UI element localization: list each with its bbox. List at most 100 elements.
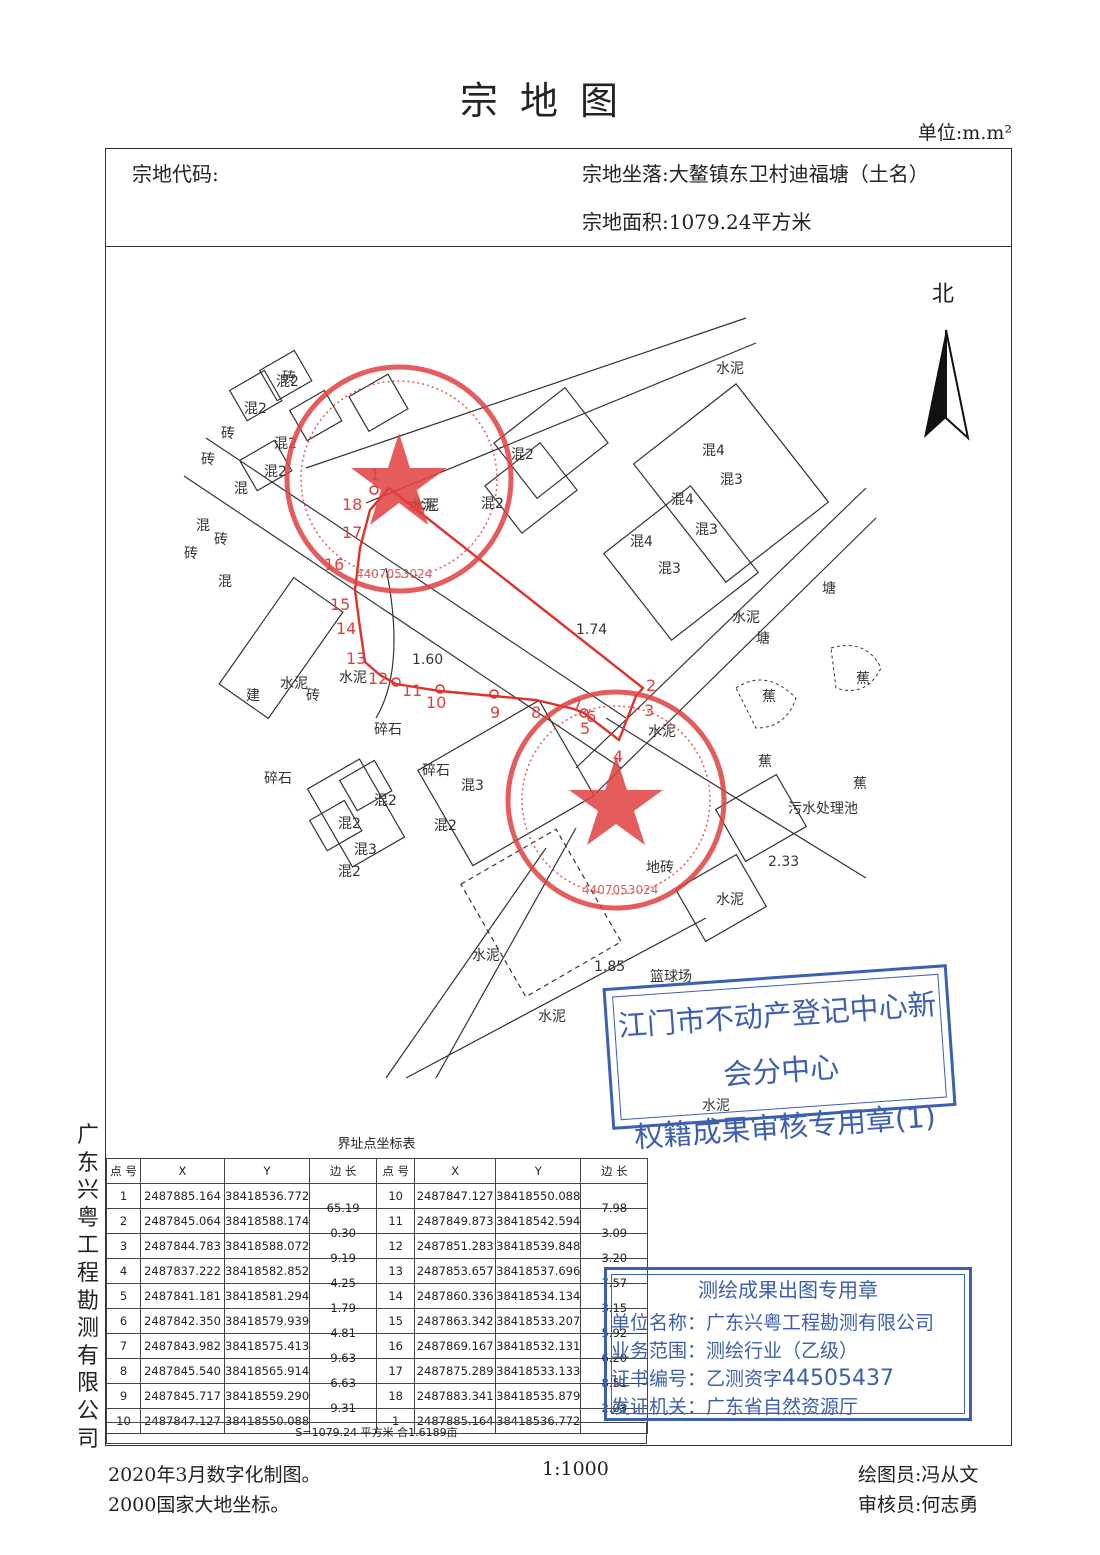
point-15: 15 — [330, 595, 350, 614]
label-jiao-c: 蕉 — [758, 754, 772, 770]
cell-x-left-text: 2487845.540 — [144, 1364, 221, 1378]
point-2: 2 — [646, 676, 656, 695]
cell-no-right-text: 1 — [391, 1414, 400, 1428]
survey-stamp-cert-no: 44505437 — [782, 1366, 894, 1391]
label-hun3-c: 混3 — [658, 561, 681, 577]
company-vertical-name: 广东兴粤工程勘测有限公司 — [76, 1123, 99, 1452]
cell-len-left-text: 0.30 — [330, 1226, 356, 1240]
cell-x-right: 2487851.283 — [414, 1233, 497, 1259]
label-tang-a: 塘 — [822, 581, 836, 597]
cell-no-right-text: 17 — [388, 1364, 403, 1378]
cell-y-left: 38418581.294 — [223, 1283, 311, 1309]
cell-x-right-text: 2487883.341 — [416, 1389, 494, 1403]
label-zhuan-d: 砖 — [214, 532, 228, 548]
cell-y-left: 38418575.413 — [223, 1333, 311, 1359]
cell-no-right-text: 15 — [388, 1314, 403, 1328]
cell-len-left-text: 4.25 — [330, 1276, 356, 1290]
label-shuini-a: 水泥 — [716, 361, 744, 377]
cell-x-left: 2487845.064 — [140, 1208, 225, 1234]
label-shuini-d: 水泥 — [280, 676, 308, 692]
survey-output-stamp: 测绘成果出图专用章 单位名称：广东兴粤工程勘测有限公司 业务范围：测绘行业（乙级… — [604, 1267, 972, 1421]
cell-y-right: 38418535.879 — [495, 1383, 582, 1409]
cell-x-left: 2487844.783 — [140, 1233, 225, 1259]
label-hun3-d: 混3 — [461, 778, 484, 794]
cell-len-left-text: 9.19 — [330, 1251, 356, 1265]
header-divider — [105, 246, 1012, 247]
cell-y-right-text: 38418542.594 — [496, 1214, 581, 1228]
cell-no-left: 2 — [106, 1208, 141, 1234]
cell-y-right-text: 38418536.772 — [496, 1414, 581, 1428]
cell-len-right-text: 6.20 — [601, 1351, 628, 1365]
red-seal-top: 4407053024 — [284, 364, 514, 594]
cell-no-right-text: 13 — [388, 1264, 403, 1278]
parcel-area: 宗地面积:1079.24平方米 — [582, 210, 812, 234]
point-9: 9 — [490, 703, 500, 722]
cell-y-left-text: 38418588.174 — [225, 1214, 310, 1228]
cell-y-left-text: 38418588.072 — [225, 1239, 310, 1253]
label-zhuan-a: 砖 — [282, 370, 296, 386]
cell-y-right-text: 38418537.696 — [496, 1264, 581, 1278]
unit-label: 单位:m.m² — [917, 122, 1012, 144]
label-shuini-h: 水泥 — [538, 1009, 566, 1025]
label-hun2-h: 混2 — [338, 816, 361, 832]
cell-y-right: 38418536.772 — [495, 1408, 582, 1434]
cell-y-left-text: 38418559.290 — [225, 1389, 310, 1403]
label-hun4-a: 混4 — [702, 443, 725, 459]
point-12: 12 — [368, 669, 388, 688]
cell-len-left-text: 6.63 — [330, 1376, 356, 1390]
cell-y-right-text: 38418533.133 — [496, 1364, 581, 1378]
th-y-left: Y — [223, 1158, 311, 1184]
cell-len-right: 2.03 — [580, 1383, 649, 1415]
footer-drafter: 绘图员:冯从文 — [858, 1464, 979, 1486]
cell-no-right: 12 — [376, 1233, 416, 1259]
label-hun2-g: 混2 — [434, 818, 457, 834]
cell-x-right-text: 2487869.167 — [416, 1339, 494, 1353]
label-dist-233: 2.33 — [768, 854, 799, 870]
label-hun2-f: 混2 — [374, 793, 397, 809]
cell-no-right: 14 — [376, 1283, 416, 1309]
cell-y-right-text: 38418550.088 — [496, 1189, 581, 1203]
label-hun3-b: 混3 — [695, 522, 718, 538]
cell-no-right: 18 — [376, 1383, 416, 1409]
cell-no-left-text: 4 — [119, 1264, 128, 1278]
survey-stamp-cert-label: 证书编号：乙测资字 — [611, 1368, 783, 1390]
label-jiao-d: 蕉 — [853, 776, 867, 792]
cell-len-right — [580, 1408, 649, 1434]
cell-len-left: 1.79 — [309, 1283, 378, 1315]
cell-no-left-text: 5 — [119, 1289, 128, 1303]
cell-len-right-text: 7.98 — [601, 1201, 628, 1215]
survey-stamp-scope: 业务范围：测绘行业（乙级） — [611, 1340, 859, 1362]
cell-len-right: 8.51 — [580, 1358, 649, 1390]
cell-x-right-text: 2487849.873 — [416, 1214, 494, 1228]
seal-top-code: 4407053024 — [356, 567, 432, 581]
label-hun4-c: 混4 — [630, 534, 653, 550]
th-no-right: 点 号 — [376, 1158, 416, 1184]
cell-y-right: 38418539.848 — [495, 1233, 582, 1259]
cell-no-right-text: 14 — [388, 1289, 403, 1303]
label-shuini-j: 水泥 — [648, 724, 676, 740]
cell-y-left: 38418536.772 — [223, 1183, 311, 1209]
cell-y-left-text: 38418536.772 — [225, 1189, 310, 1203]
cell-len-left: 0.30 — [309, 1208, 378, 1240]
cell-no-right: 16 — [376, 1333, 416, 1359]
cell-len-left-text: 9.63 — [330, 1351, 356, 1365]
cell-x-left: 2487845.717 — [140, 1383, 225, 1409]
cell-len-right-text: 3.20 — [601, 1251, 628, 1265]
label-jian: 建 — [246, 688, 260, 704]
cell-x-left-text: 2487845.064 — [144, 1214, 221, 1228]
cell-y-right: 38418532.131 — [495, 1333, 582, 1359]
cell-no-right-text: 16 — [388, 1339, 403, 1353]
cell-no-right: 13 — [376, 1258, 416, 1284]
cell-x-left: 2487843.982 — [140, 1333, 225, 1359]
cell-x-left-text: 2487837.222 — [144, 1264, 221, 1278]
red-seal-bottom: 4407053024 — [505, 689, 727, 911]
cell-x-right-text: 2487853.657 — [416, 1264, 494, 1278]
cell-y-right: 38418533.133 — [495, 1358, 582, 1384]
cell-y-left: 38418582.852 — [223, 1258, 311, 1284]
cell-x-left-text: 2487885.164 — [144, 1189, 221, 1203]
cell-x-left: 2487841.181 — [140, 1283, 225, 1309]
